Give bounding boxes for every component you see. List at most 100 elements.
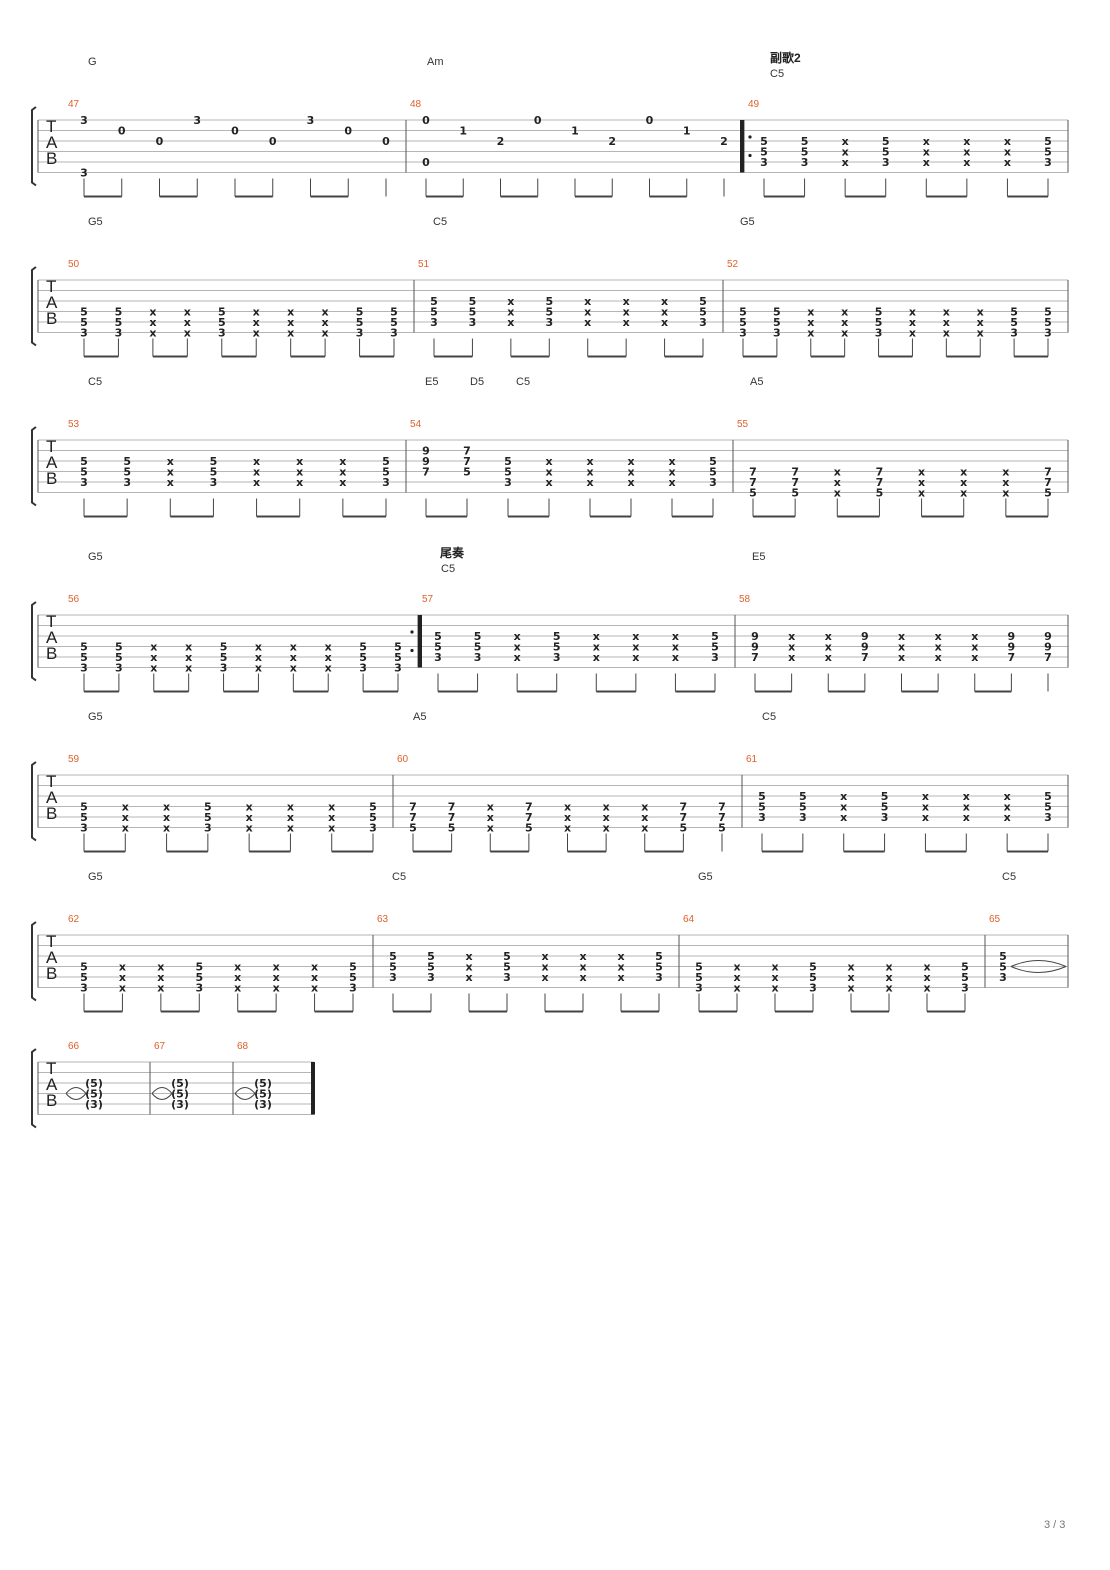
fret-number: 3 xyxy=(389,971,397,984)
measure-number: 51 xyxy=(418,259,430,270)
fret-number: x xyxy=(593,651,600,664)
repeat-dot xyxy=(748,153,752,158)
fret-number: 5 xyxy=(80,466,88,479)
fret-number: 5 xyxy=(195,961,203,974)
fret-number: 5 xyxy=(80,306,88,319)
fret-number: x xyxy=(234,982,241,995)
tab-clef-letter: A xyxy=(46,788,58,807)
fret-number: x xyxy=(672,641,679,654)
fret-number: 7 xyxy=(749,466,757,479)
fret-number: x xyxy=(1002,466,1009,479)
fret-number: 5 xyxy=(1044,146,1052,159)
fret-number: 5 xyxy=(876,487,884,500)
fret-number: x xyxy=(627,455,634,468)
fret-number: 5 xyxy=(760,146,768,159)
fret-number: 5 xyxy=(469,295,477,308)
fret-number: x xyxy=(163,822,170,835)
system-bracket xyxy=(31,266,37,347)
fret-number: x xyxy=(923,146,930,159)
fret-number: x xyxy=(157,971,164,984)
fret-number: 5 xyxy=(809,961,817,974)
fret-number: x xyxy=(311,971,318,984)
tie-curve xyxy=(151,1087,173,1094)
measure-number: 53 xyxy=(68,419,80,430)
fret-number: x xyxy=(623,306,630,319)
fret-number: x xyxy=(586,466,593,479)
fret-number: x xyxy=(788,651,795,664)
fret-number: 5 xyxy=(382,466,390,479)
fret-number: x xyxy=(807,306,814,319)
tie-curve xyxy=(65,1093,87,1100)
tab-clef-letter: T xyxy=(46,277,56,296)
fret-number: x xyxy=(632,630,639,643)
fret-number: x xyxy=(150,662,157,675)
fret-number: 3 xyxy=(195,982,203,995)
fret-number: 5 xyxy=(463,466,471,479)
fret-number: x xyxy=(296,476,303,489)
fret-number: x xyxy=(918,476,925,489)
fret-number: 1 xyxy=(683,125,691,138)
fret-number: 7 xyxy=(448,801,456,814)
fret-number: x xyxy=(841,306,848,319)
fret-number: 5 xyxy=(758,801,766,814)
fret-number: 0 xyxy=(118,125,126,138)
tab-clef-letter: B xyxy=(46,964,57,983)
fret-number: 7 xyxy=(525,801,533,814)
fret-number: 5 xyxy=(474,641,482,654)
fret-number: x xyxy=(167,476,174,489)
fret-number: x xyxy=(898,630,905,643)
fret-number: 7 xyxy=(422,466,430,479)
fret-number: x xyxy=(977,316,984,329)
fret-number: 3 xyxy=(553,651,561,664)
tab-clef-letter: T xyxy=(46,772,56,791)
fret-number: x xyxy=(960,466,967,479)
fret-number: 5 xyxy=(409,822,417,835)
fret-number: (5) xyxy=(254,1077,272,1090)
fret-number: 5 xyxy=(503,961,511,974)
fret-number: 7 xyxy=(525,811,533,824)
fret-number: 5 xyxy=(809,971,817,984)
fret-number: x xyxy=(322,306,329,319)
fret-number: x xyxy=(918,466,925,479)
fret-number: x xyxy=(325,641,332,654)
fret-number: 2 xyxy=(497,135,505,148)
fret-number: 3 xyxy=(503,971,511,984)
fret-number: x xyxy=(507,306,514,319)
fret-number: x xyxy=(898,641,905,654)
fret-number: x xyxy=(909,306,916,319)
fret-number: x xyxy=(971,630,978,643)
fret-number: 3 xyxy=(430,316,438,329)
fret-number: x xyxy=(661,306,668,319)
fret-number: 7 xyxy=(680,801,688,814)
measure-number: 54 xyxy=(410,419,422,430)
fret-number: x xyxy=(842,146,849,159)
fret-number: x xyxy=(149,316,156,329)
fret-number: 3 xyxy=(80,327,88,340)
repeat-dot xyxy=(748,135,752,139)
fret-number: x xyxy=(909,327,916,340)
fret-number: x xyxy=(287,801,294,814)
fret-number: 7 xyxy=(1044,466,1052,479)
fret-number: x xyxy=(290,662,297,675)
chord-label: G5 xyxy=(88,216,103,228)
measure-number: 48 xyxy=(410,99,422,110)
fret-number: x xyxy=(885,971,892,984)
fret-number: 5 xyxy=(1044,801,1052,814)
tab-clef-letter: B xyxy=(46,469,57,488)
fret-number: x xyxy=(898,651,905,664)
fret-number: 5 xyxy=(220,651,228,664)
fret-number: x xyxy=(487,811,494,824)
fret-number: 3 xyxy=(80,114,88,127)
section-label: 副歌2 xyxy=(770,50,801,65)
fret-number: x xyxy=(311,982,318,995)
fret-number: x xyxy=(733,971,740,984)
fret-number: 9 xyxy=(861,630,869,643)
fret-number: x xyxy=(564,811,571,824)
system-bracket xyxy=(31,1048,37,1129)
fret-number: (3) xyxy=(254,1098,272,1111)
measure-number: 58 xyxy=(739,594,751,605)
